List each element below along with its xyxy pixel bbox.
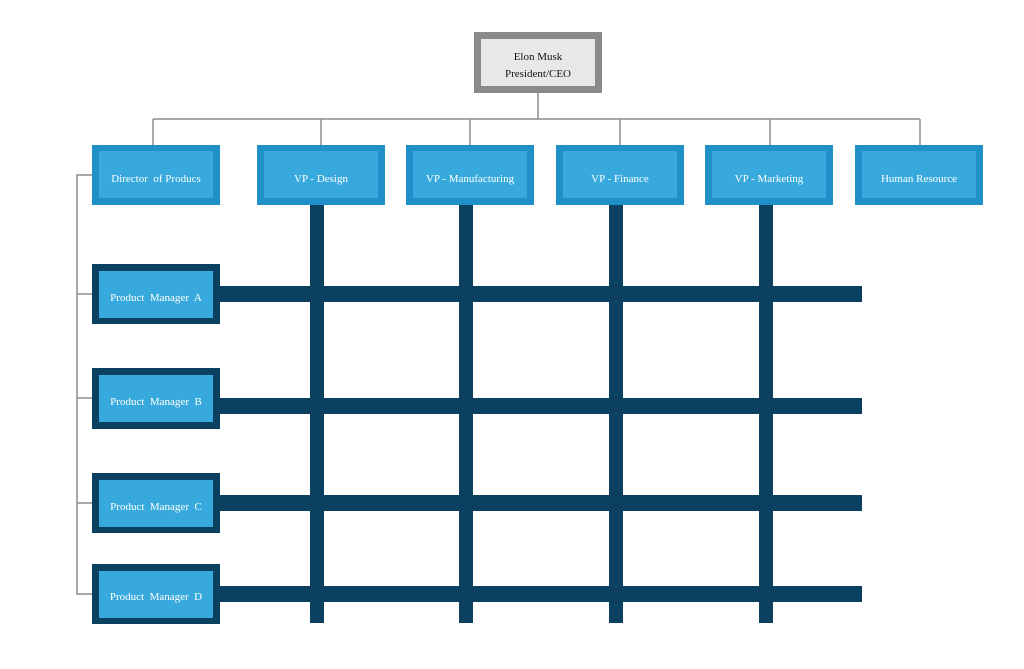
manager-node-a: Product Manager A [92, 264, 220, 324]
department-label-vp-manufacturing: VP - Manufacturing [426, 173, 515, 185]
director-side-line [76, 174, 93, 595]
manager-label-c: Product Manager C [110, 501, 202, 513]
row-bar-pm-a [216, 286, 862, 302]
department-label-vp-design: VP - Design [294, 173, 348, 185]
department-box-inner [413, 151, 527, 198]
manager-node-c: Product Manager C [92, 473, 220, 533]
manager-box-inner [99, 375, 213, 422]
manager-label-b: Product Manager B [110, 396, 202, 408]
row-bar-pm-c [216, 495, 862, 511]
department-node-vp-manufacturing: VP - Manufacturing [406, 145, 534, 205]
connector-lines [76, 92, 921, 595]
row-bar-pm-b [216, 398, 862, 414]
row-bar-pm-d [216, 586, 862, 602]
department-node-vp-design: VP - Design [257, 145, 385, 205]
ceo-node: Elon Musk President/CEO [474, 32, 602, 93]
department-node-human-resource: Human Resource [855, 145, 983, 205]
department-node-vp-marketing: VP - Marketing [705, 145, 833, 205]
manager-node-b: Product Manager B [92, 368, 220, 429]
department-label-human-resource: Human Resource [881, 173, 957, 185]
department-box-inner [99, 151, 213, 198]
manager-box-inner [99, 571, 213, 618]
ceo-box-inner [481, 39, 595, 86]
department-label-vp-finance: VP - Finance [591, 173, 649, 185]
department-box-inner [264, 151, 378, 198]
department-box-inner [862, 151, 976, 198]
manager-label-a: Product Manager A [110, 292, 202, 304]
department-node-vp-finance: VP - Finance [556, 145, 684, 205]
department-label-director: Director of Producs [111, 173, 201, 185]
manager-node-d: Product Manager D [92, 564, 220, 624]
manager-box-inner [99, 271, 213, 318]
department-label-vp-marketing: VP - Marketing [735, 173, 804, 185]
matrix-bars [216, 203, 862, 623]
ceo-name: Elon Musk [514, 51, 563, 63]
manager-label-d: Product Manager D [110, 591, 202, 603]
department-box-inner [563, 151, 677, 198]
ceo-title: President/CEO [505, 68, 571, 80]
department-box-inner [712, 151, 826, 198]
manager-box-inner [99, 480, 213, 527]
department-node-director: Director of Producs [92, 145, 220, 205]
